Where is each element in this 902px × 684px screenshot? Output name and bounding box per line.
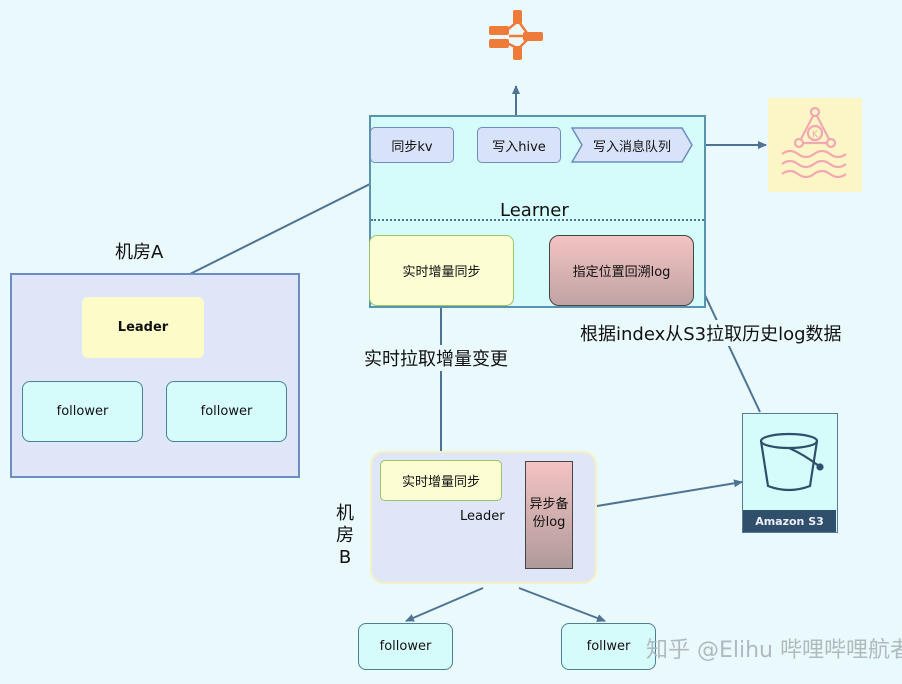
- room-b-title-char-2: 房: [336, 525, 354, 546]
- s3-label: Amazon S3: [743, 510, 836, 532]
- room-a-follower-2: follower: [166, 381, 287, 442]
- room-b-realtime-sync-node: 实时增量同步: [380, 460, 502, 501]
- watermark: 知乎 @Elihu 哔哩哔哩航者: [646, 638, 902, 663]
- hive-icon: [487, 8, 547, 63]
- room-a-title: 机房A: [115, 242, 164, 263]
- pull-changes-label: 实时拉取增量变更: [362, 345, 510, 371]
- async-backup-node: 异步备 份log: [525, 461, 573, 569]
- pull-history-label: 根据index从S3拉取历史log数据: [578, 320, 844, 346]
- edge-backup-to-s3: [572, 479, 743, 511]
- sync-kv-node: 同步kv: [370, 127, 454, 163]
- room-a-leader: Leader: [82, 297, 204, 358]
- async-backup-line-1: 异步备: [529, 497, 569, 512]
- learner-title: Learner: [500, 200, 569, 221]
- learner-divider: [371, 219, 704, 221]
- s3-bucket-icon: Amazon S3: [742, 413, 838, 533]
- edge-leader-b-to-follower-1: [405, 587, 484, 622]
- write-hive-node: 写入hive: [477, 127, 561, 163]
- async-backup-line-2: 份log: [532, 515, 566, 530]
- room-b-title-char-1: 机: [336, 503, 354, 524]
- room-b-follower-2: follwer: [561, 623, 656, 670]
- room-b-follower-1: follower: [358, 623, 453, 670]
- kafka-icon: K: [768, 98, 862, 192]
- replay-log-node: 指定位置回溯log: [549, 235, 694, 306]
- room-b-title-char-3: B: [338, 547, 352, 568]
- write-mq-node: 写入消息队列: [571, 127, 693, 163]
- write-mq-label: 写入消息队列: [592, 139, 671, 155]
- svg-text:K: K: [812, 130, 819, 140]
- edge-leader-b-to-follower-2: [518, 587, 606, 622]
- room-a-follower-1: follower: [22, 381, 143, 442]
- room-b-title: 机 房 B: [333, 503, 357, 569]
- learner-realtime-sync-node: 实时增量同步: [369, 235, 514, 306]
- room-b-leader-label: Leader: [460, 509, 505, 524]
